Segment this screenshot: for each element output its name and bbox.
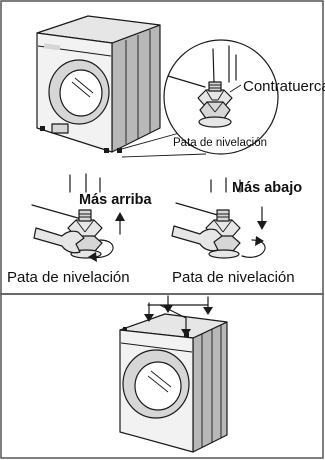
downward-arrows <box>144 295 213 337</box>
bottom-panel-border <box>0 293 324 459</box>
leveling-foot-zoom <box>198 101 232 128</box>
washer-bottom <box>119 313 228 453</box>
locknut-label: Contratuerca <box>243 78 325 95</box>
callout-lines <box>117 131 207 158</box>
wrench-detail-right <box>171 177 267 259</box>
leveling-foot-label-right: Pata de nivelación <box>172 269 295 286</box>
wrench-detail-left <box>31 173 125 262</box>
higher-label: Más arriba <box>79 192 152 208</box>
leveling-foot-label-small: Pata de nivelación <box>173 137 267 149</box>
lower-label: Más abajo <box>232 180 302 196</box>
leveling-foot-label-left: Pata de nivelación <box>7 269 130 286</box>
zoom-circle <box>163 39 279 155</box>
washer-top <box>36 15 161 153</box>
